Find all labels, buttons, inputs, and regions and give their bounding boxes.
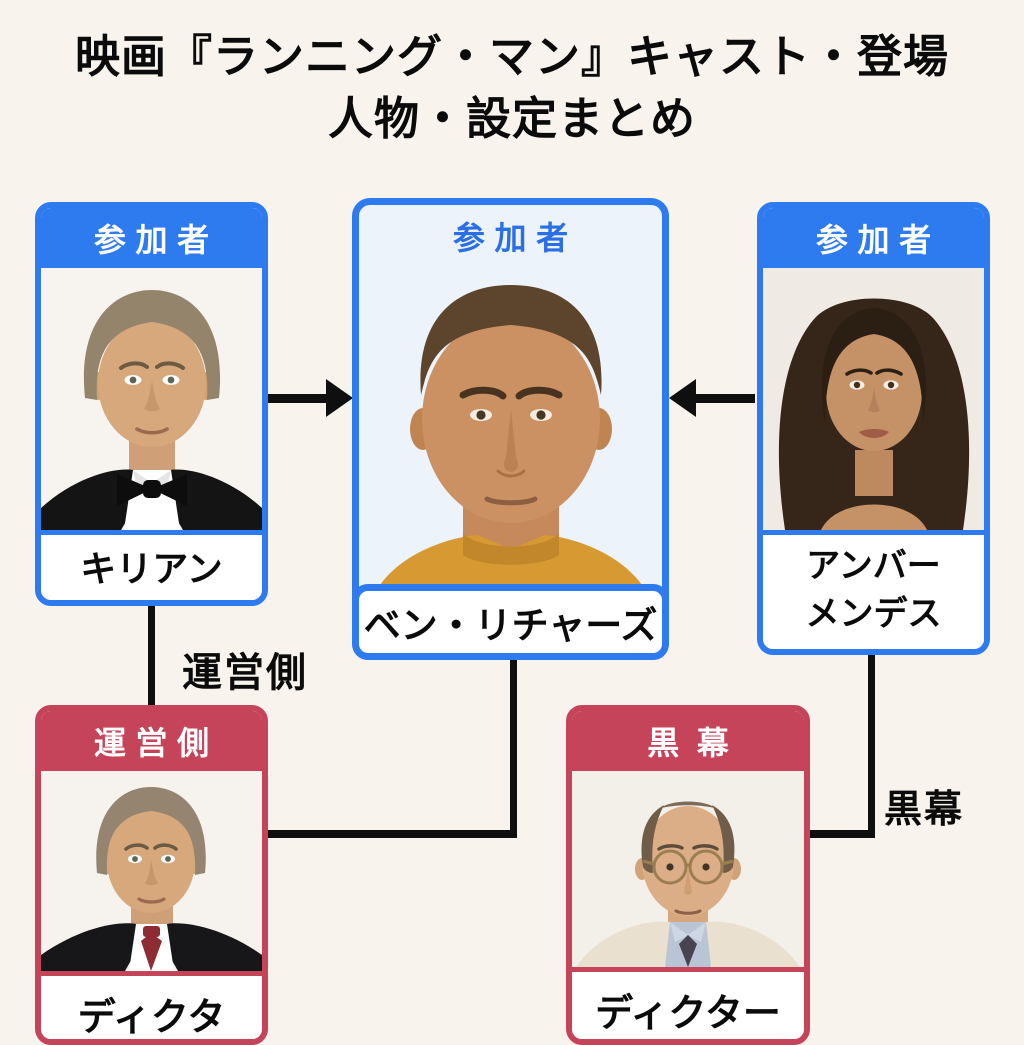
card-amber-mendez: 参加者 アンバー メンデス [757,202,990,655]
card-dictor: 黒幕 [566,705,810,1045]
card-killian-role-header: 参加者 [41,208,262,268]
card-amber-role-header: 参加者 [763,208,984,268]
arrow-amber-to-ben-shaft [694,394,755,403]
card-dictor-role-header: 黒幕 [572,711,804,771]
card-dikta-divider [41,971,262,976]
balding-man-glasses-cream-suit-portrait [572,771,804,967]
connector-ben-vertical [510,658,517,838]
connector-ben-to-dikta-horizontal [266,830,517,838]
card-amber-name-line1: アンバー [806,545,941,586]
older-man-dark-suit-red-tie-portrait [41,771,262,971]
card-dikta-role-header: 運営側 [41,711,262,771]
card-dictor-divider [572,967,804,972]
card-dictor-role-label: 黒幕 [647,724,747,762]
card-ben-richards: 参加者 ベン・リチャーズ [352,198,669,660]
card-amber-name-line2: メンデス [805,594,942,634]
card-dikta: 運営側 ディクタ [35,705,268,1045]
arrow-killian-to-ben-shaft [266,394,328,403]
connector-killian-to-dikta [148,604,155,707]
arrow-left-icon [669,379,696,417]
edge-label-mastermind: 黒幕 [884,787,965,831]
infographic-stage: 映画『ランニング・マン』キャスト・登場 人物・設定まとめ 運営側 黒幕 参加者 [0,26,1024,1045]
card-ben-role-header: 参加者 [359,205,662,267]
card-dikta-role-label: 運営側 [93,724,219,762]
page-title-line1: 映画『ランニング・マン』キャスト・登場 [74,30,949,83]
card-dictor-name: ディクター [572,972,804,1039]
page-title-line2: 人物・設定まとめ [327,92,696,146]
card-killian-role-label: 参加者 [93,221,219,259]
connector-amber-vertical [868,653,875,838]
woman-long-dark-hair-portrait [763,268,984,530]
older-man-tuxedo-bowtie-portrait [41,268,262,530]
connector-amber-to-dictor-horizontal [808,830,875,838]
card-ben-role-label: 参加者 [452,219,578,257]
card-amber-name: アンバー メンデス [763,535,984,645]
muscular-man-yellow-shirt-portrait [359,267,662,593]
card-killian-divider [41,530,262,535]
card-killian: 参加者 キリアン [35,202,268,606]
card-killian-name: キリアン [41,535,262,596]
card-dikta-name: ディクタ [41,976,262,1039]
card-ben-name: ベン・リチャーズ [352,584,669,660]
page-title: 映画『ランニング・マン』キャスト・登場 人物・設定まとめ [0,26,1024,150]
card-amber-divider [763,530,984,535]
edge-label-management: 運営側 [182,650,308,696]
arrow-right-icon [326,379,353,417]
card-amber-role-label: 参加者 [815,221,941,259]
